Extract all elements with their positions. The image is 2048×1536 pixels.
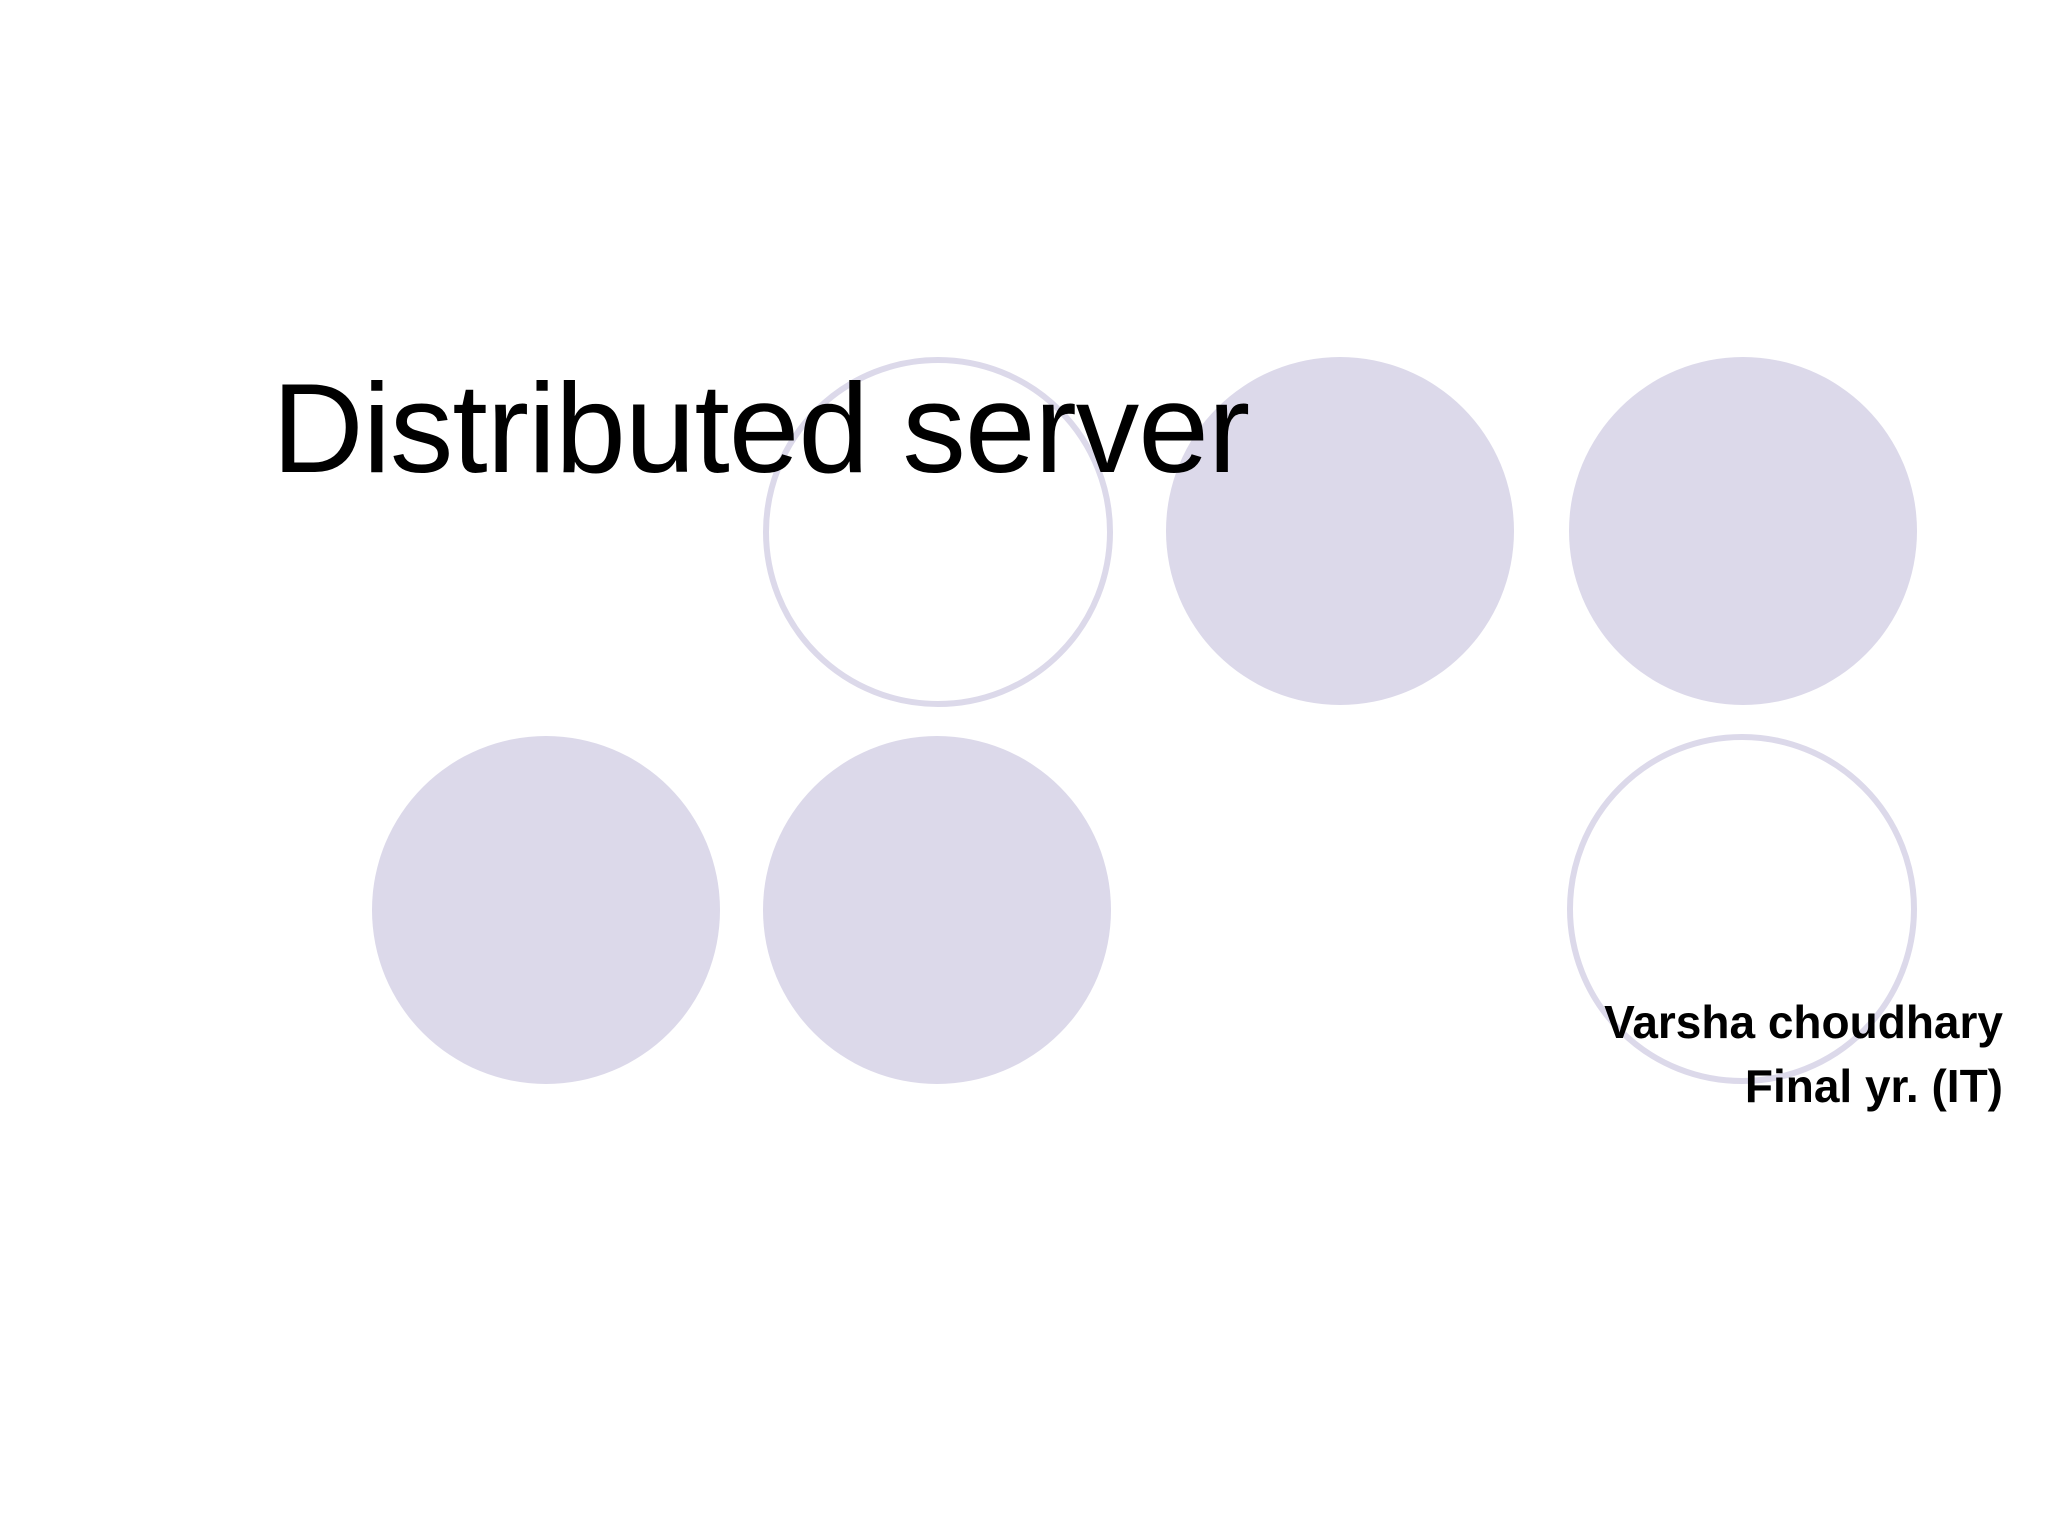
slide-subtitle: Varsha choudhary Final yr. (IT) — [1604, 990, 2003, 1118]
outline-circle — [763, 357, 1113, 707]
slide-title: Distributed server — [272, 357, 1250, 499]
filled-circle — [1166, 357, 1514, 705]
filled-circle — [372, 736, 720, 1084]
outline-circle — [1567, 734, 1917, 1084]
course-info: Final yr. (IT) — [1744, 1060, 2003, 1112]
filled-circle — [1569, 357, 1917, 705]
filled-circle — [763, 736, 1111, 1084]
author-name: Varsha choudhary — [1604, 996, 2003, 1048]
